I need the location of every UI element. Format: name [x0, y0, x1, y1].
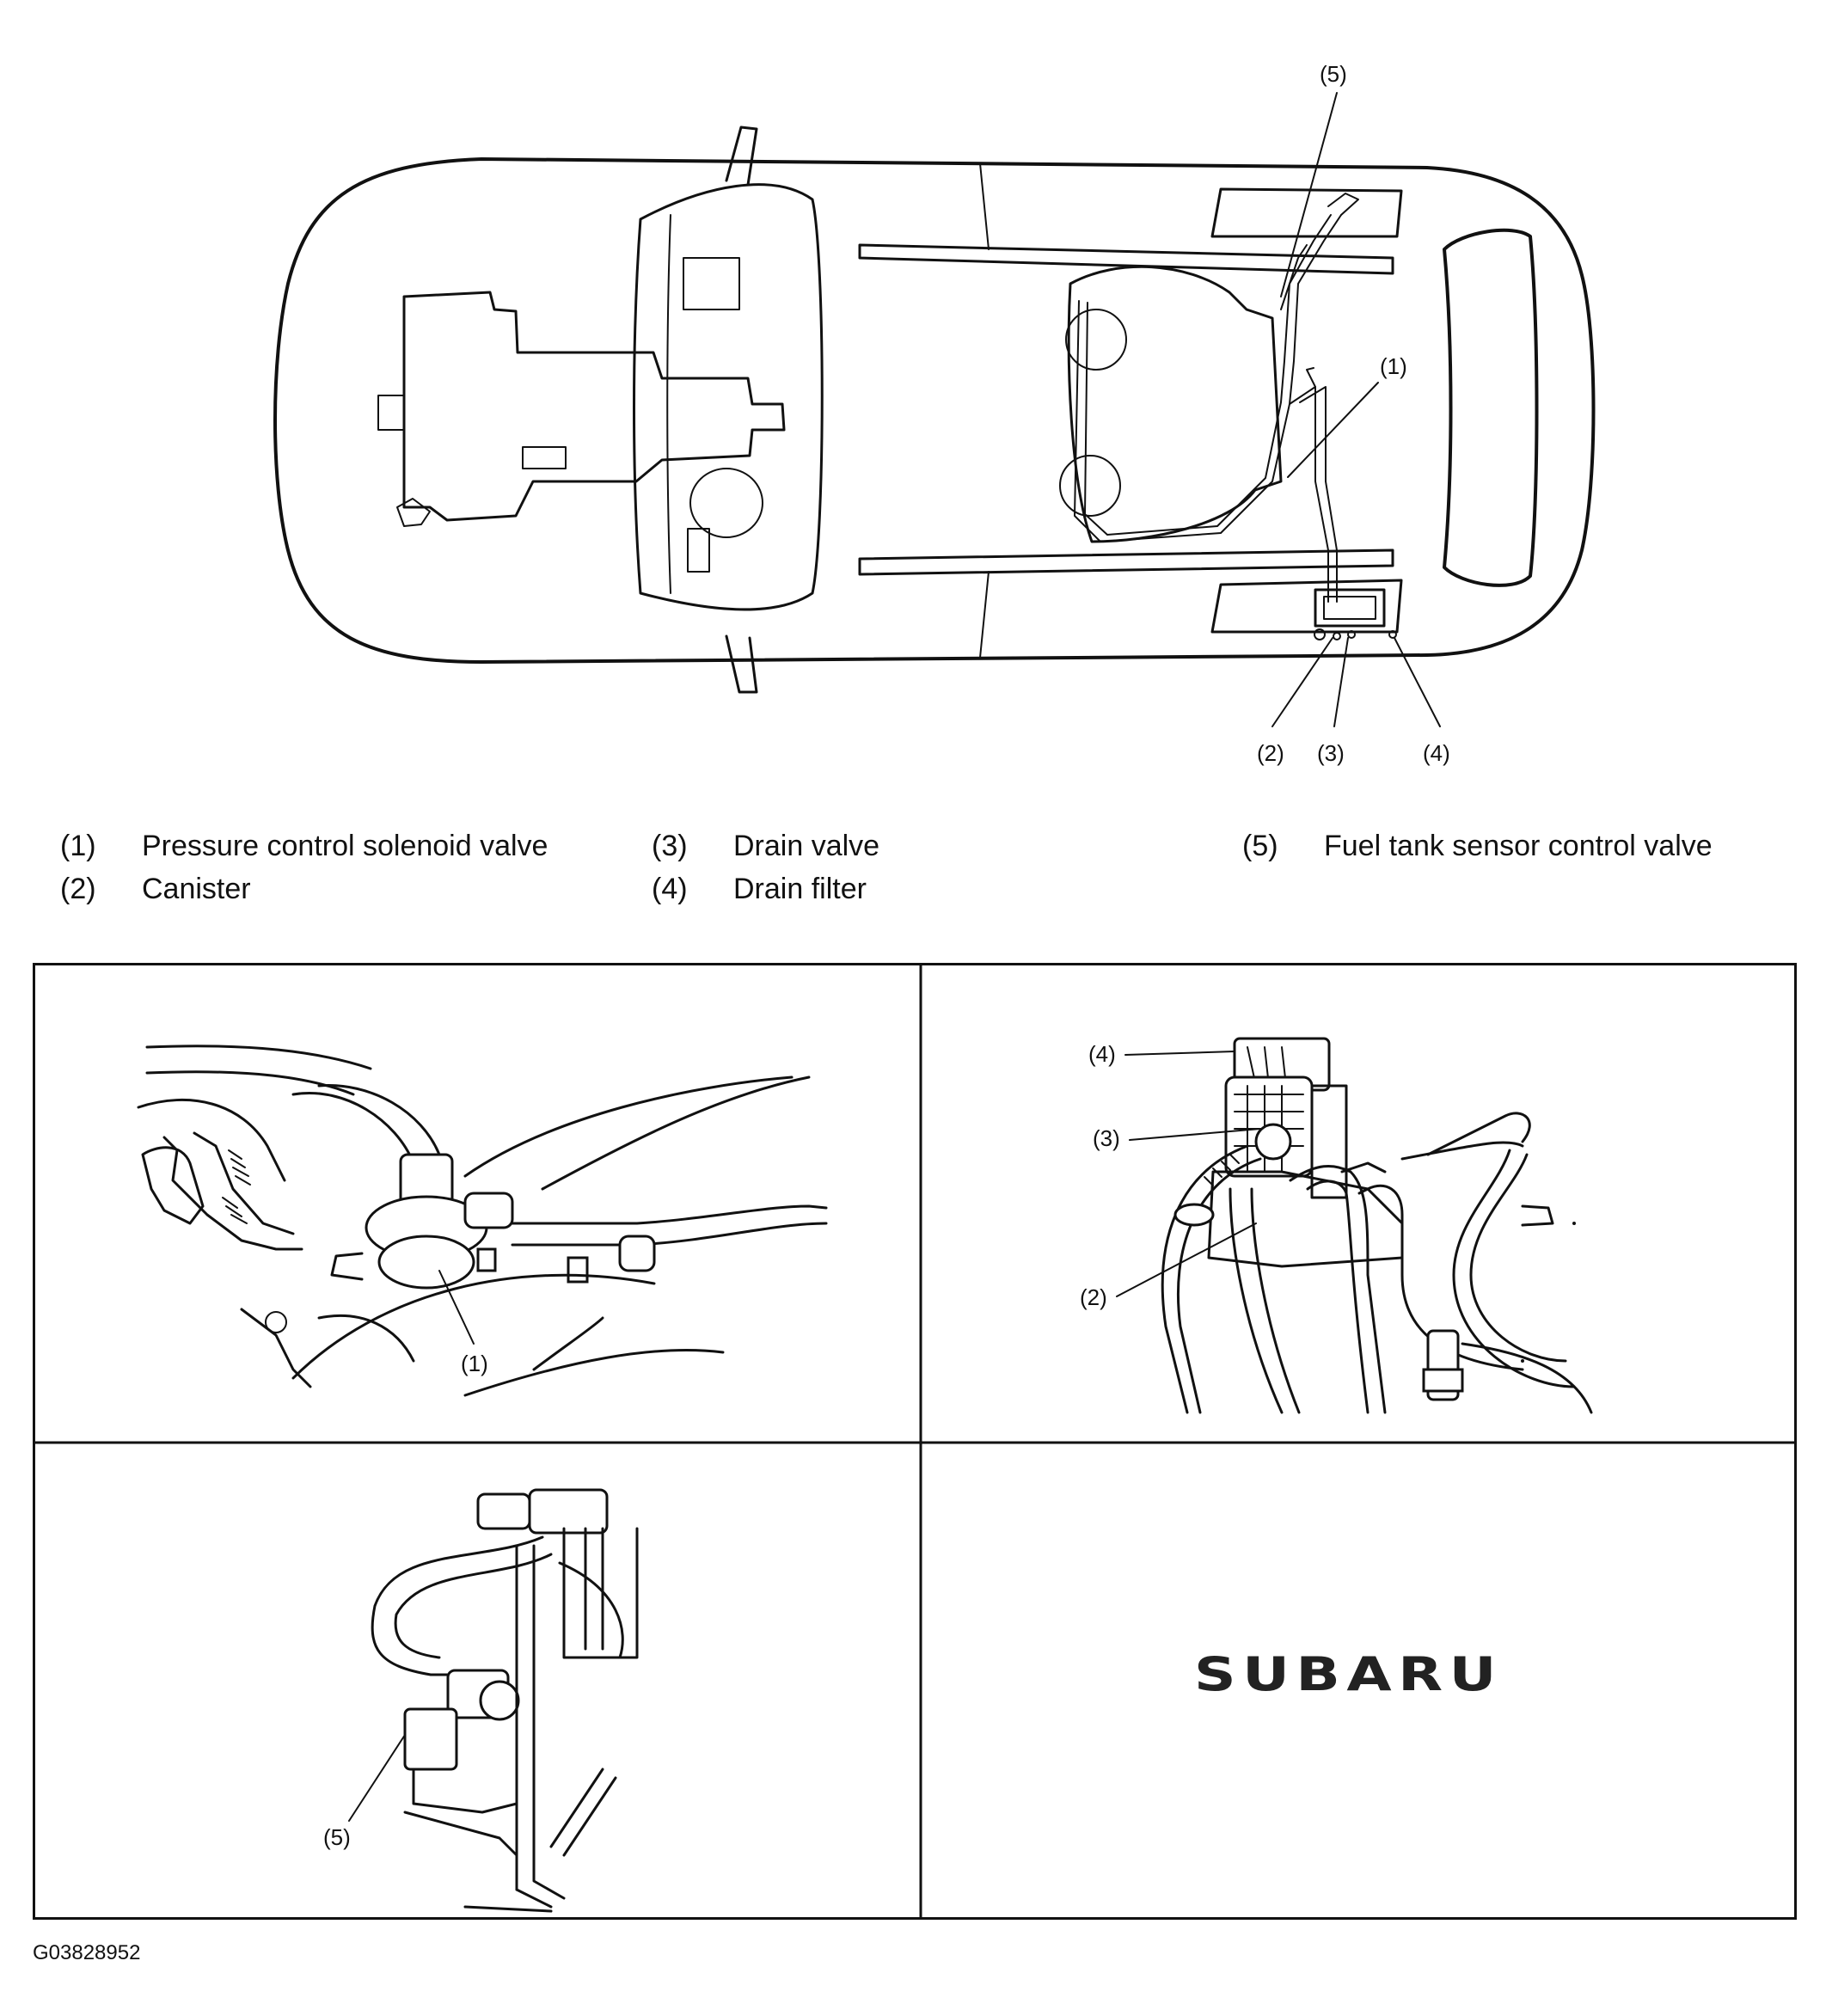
- vehicle-underbody-overview: (5) (1) (2) (3) (4): [273, 61, 1596, 766]
- detail-canister: (4) (3) (2): [921, 965, 1794, 1443]
- detail-sensor-control-valve: (5): [35, 1443, 921, 1917]
- sensor-valve-drawing: (5): [323, 1488, 639, 1913]
- left-sill: [858, 243, 1394, 275]
- legend-label: Drain filter: [733, 873, 867, 905]
- vehicle-body-outline: [273, 157, 1596, 664]
- legend-label: Pressure control solenoid valve: [142, 830, 548, 862]
- legend-item-2: (2) Canister: [60, 873, 251, 906]
- legend-label: Drain valve: [733, 830, 880, 862]
- leader-5: [1280, 92, 1338, 297]
- legend-num: (5): [1242, 830, 1278, 862]
- right-mirror: [725, 634, 758, 694]
- detail-solenoid-valve: (1): [35, 965, 921, 1443]
- solenoid-valve-drawing: (1): [137, 1045, 828, 1397]
- rear-panel: [1443, 228, 1539, 587]
- leader-2: [1271, 637, 1333, 727]
- canister-drawing: (4) (3) (2): [1080, 1037, 1593, 1414]
- legend-item-4: (4) Drain filter: [652, 873, 867, 906]
- left-mirror: [725, 126, 758, 187]
- canister-callout-2: (2): [1080, 1284, 1107, 1310]
- legend-item-3: (3) Drain valve: [652, 830, 879, 863]
- leader-4: [1394, 637, 1441, 727]
- figure-id: G03828952: [33, 1941, 141, 1964]
- canister-callout-3: (3): [1093, 1125, 1120, 1151]
- callout-3: (3): [1317, 740, 1345, 766]
- leader-1: [1287, 382, 1379, 478]
- engine-transmission: [402, 291, 786, 522]
- subaru-logo: SUBARU: [1194, 1647, 1503, 1701]
- canister-assembly: [1314, 588, 1386, 628]
- detail-views-grid: (1): [33, 963, 1797, 1920]
- sensor-callout: (5): [323, 1824, 351, 1850]
- legend-label: Fuel tank sensor control valve: [1324, 830, 1713, 862]
- fuel-tank: [1067, 265, 1283, 543]
- right-sill: [858, 548, 1394, 576]
- legend-num: (4): [652, 873, 688, 905]
- legend-label: Canister: [142, 873, 251, 905]
- legend-num: (2): [60, 873, 96, 905]
- callout-2: (2): [1257, 740, 1284, 766]
- callout-5: (5): [1320, 61, 1347, 87]
- legend-item-1: (1) Pressure control solenoid valve: [60, 830, 548, 863]
- leader-3: [1333, 637, 1349, 727]
- evap-line-a: [1074, 214, 1342, 542]
- detail-logo-cell: SUBARU: [921, 1443, 1794, 1917]
- callout-4: (4): [1423, 740, 1450, 766]
- canister-callout-4: (4): [1088, 1041, 1116, 1067]
- grid-dividers: [35, 965, 1794, 1917]
- solenoid-callout: (1): [461, 1351, 488, 1376]
- parts-legend: (1) Pressure control solenoid valve (2) Ca…: [60, 830, 1762, 916]
- legend-item-5: (5) Fuel tank sensor control valve: [1242, 830, 1713, 863]
- cabin-frame: [633, 183, 824, 611]
- legend-num: (3): [652, 830, 688, 862]
- legend-num: (1): [60, 830, 96, 862]
- callout-1: (1): [1380, 353, 1407, 379]
